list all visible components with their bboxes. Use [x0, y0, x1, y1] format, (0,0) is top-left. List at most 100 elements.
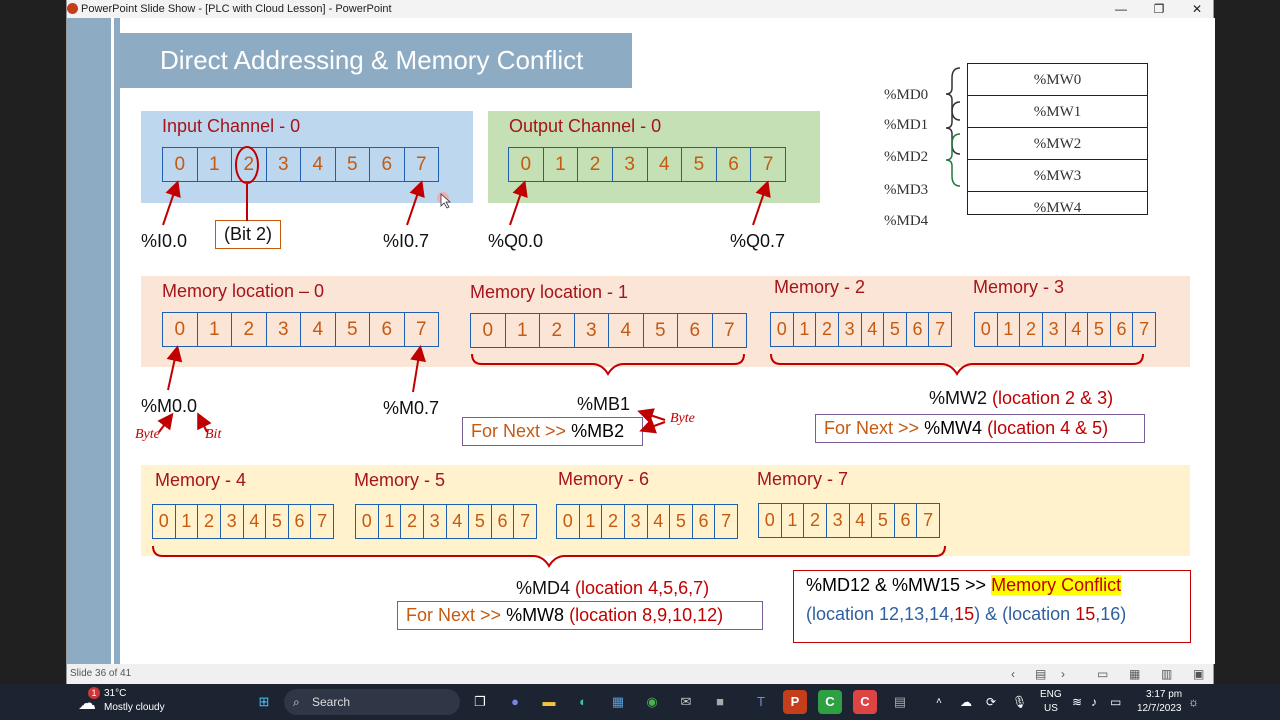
sync-icon[interactable]: ⟳ [986, 695, 997, 709]
bit-cell: 2 [232, 313, 267, 346]
calculator-icon[interactable]: ▤ [893, 694, 907, 709]
next-loc: (location 4 & 5) [987, 418, 1109, 438]
teams-chat-icon[interactable]: ● [511, 694, 519, 709]
previous-slide-icon[interactable]: ‹ [1011, 667, 1015, 681]
reading-view-icon[interactable]: ▥ [1161, 667, 1173, 681]
restore-button[interactable]: ❐ [1153, 2, 1165, 16]
bit-cell: 6 [289, 505, 312, 538]
bit-cell: 0 [759, 504, 782, 537]
task-view-icon[interactable]: ❐ [474, 694, 486, 709]
mw-row: %MW1 [968, 96, 1147, 128]
close-button[interactable]: ✕ [1191, 2, 1203, 16]
mw-row: %MW4 [1033, 200, 1082, 216]
bit-cell: 5 [872, 504, 895, 537]
bit-cell: 1 [198, 148, 232, 181]
language-code[interactable]: ENG [1040, 689, 1062, 700]
bit-cell: 2 [198, 505, 221, 538]
conflict-text: 15 [1075, 604, 1096, 624]
bit-cell: 1 [794, 313, 817, 346]
powerpoint-window: PowerPoint Slide Show - [PLC with Cloud … [66, 0, 1215, 684]
bit-cell: 7 [415, 154, 427, 175]
bit-cell: 3 [827, 504, 850, 537]
microphone-icon[interactable]: 🎙 [1012, 695, 1028, 709]
bit-cell: 7 [935, 319, 946, 339]
camtasia-icon[interactable]: C [818, 690, 842, 714]
normal-view-icon[interactable]: ▭ [1097, 667, 1109, 681]
memory-row1-panel [141, 276, 1190, 367]
memory1-register: 0 1 2 3 4 5 6 7 [470, 313, 747, 348]
bit-cell: 0 [163, 148, 198, 181]
language-region[interactable]: US [1044, 703, 1058, 714]
teams-icon[interactable]: T [757, 694, 765, 709]
next-slide-icon[interactable]: › [1061, 667, 1065, 681]
slide-title: Direct Addressing & Memory Conflict [120, 33, 632, 88]
chrome-icon[interactable]: ◉ [646, 694, 658, 709]
volume-icon[interactable]: ♪ [1091, 695, 1097, 709]
start-icon[interactable]: ⊞ [258, 694, 270, 709]
clock-time[interactable]: 3:17 pm [1146, 689, 1183, 700]
minimize-button[interactable]: — [1115, 2, 1127, 16]
memory-conflict-box: %MD12 & %MW15 >> Memory Conflict (locati… [793, 570, 1191, 643]
bit-cell: 0 [153, 505, 176, 538]
bit-cell: 2 [232, 148, 267, 181]
next-mb-box: For Next >> %MB2 [462, 417, 643, 446]
search-placeholder: Search [312, 695, 351, 709]
bit-cell: 0 [509, 148, 544, 181]
bit-cell: 4 [609, 314, 644, 347]
edge-icon[interactable]: ◐ [579, 694, 587, 709]
byte-note: Byte [135, 427, 160, 442]
bit-cell: 7 [317, 511, 328, 531]
taskbar-search[interactable]: ⌕ Search [284, 689, 460, 715]
next-prefix: For Next >> [406, 605, 502, 625]
onedrive-icon[interactable]: ☁ [960, 695, 972, 709]
slide-menu-icon[interactable]: ▤ [1035, 667, 1047, 681]
notification-icon[interactable]: ☼ [1188, 695, 1199, 709]
slide-thin-stripe [114, 18, 120, 664]
address-label: %Q0.7 [730, 231, 786, 251]
slide-sorter-icon[interactable]: ▦ [1129, 667, 1141, 681]
memory7-label: Memory - 7 [757, 469, 849, 489]
brace [471, 353, 745, 376]
arrow [637, 408, 666, 424]
md-label: %MD2 [884, 149, 929, 165]
brace [152, 545, 946, 568]
weather-badge: 1 [88, 687, 100, 699]
mw2-loc: (location 2 & 3) [992, 388, 1114, 408]
bit-cell: 1 [379, 505, 402, 538]
app-icon[interactable]: ■ [716, 694, 724, 709]
bit-cell: 6 [1111, 313, 1134, 346]
brace [770, 353, 1144, 376]
bit-cell: 0 [471, 314, 506, 347]
memory3-register: 0 1 2 3 4 5 6 7 [974, 312, 1156, 347]
bit-cell: 5 [884, 313, 907, 346]
battery-icon[interactable]: ▭ [1110, 695, 1122, 709]
annotation-layer [152, 67, 1144, 568]
arrow [166, 345, 183, 391]
slideshow-icon[interactable]: ▣ [1193, 667, 1205, 681]
next-value: %MW8 [506, 605, 565, 625]
bit-cell: 1 [544, 148, 579, 181]
show-hidden-icons[interactable]: ˄ [936, 696, 942, 707]
conflict-highlight: Memory Conflict [991, 575, 1122, 595]
app-red-icon[interactable]: C [853, 690, 877, 714]
bit-note-box: (Bit 2) [215, 220, 282, 249]
powerpoint-taskbar-icon[interactable]: P [783, 690, 807, 714]
clock-date[interactable]: 12/7/2023 [1137, 703, 1182, 714]
memory-row2-panel [141, 465, 1190, 556]
mail-icon[interactable]: ✉ [680, 694, 692, 709]
mw2-addr: %MW2 [929, 388, 987, 408]
store-icon[interactable]: ▦ [611, 694, 625, 709]
arrow [197, 412, 212, 433]
bit-cell: 3 [267, 148, 301, 181]
bit-cell: 4 [301, 313, 336, 346]
wifi-icon[interactable]: ≋ [1072, 695, 1083, 709]
memory2-register: 0 1 2 3 4 5 6 7 [770, 312, 952, 347]
file-explorer-icon[interactable]: ▬ [542, 694, 556, 709]
bit-cell: 6 [492, 505, 515, 538]
conflict-line2: (location 12,13,14,15) & (location 15,16… [806, 604, 1178, 625]
title-bar: PowerPoint Slide Show - [PLC with Cloud … [67, 0, 1213, 18]
bit-cell: 0 [771, 313, 794, 346]
bit-cell: 3 [1043, 313, 1066, 346]
md-label: %MD3 [884, 182, 929, 198]
slide: Direct Addressing & Memory Conflict %MW0… [67, 18, 1215, 664]
